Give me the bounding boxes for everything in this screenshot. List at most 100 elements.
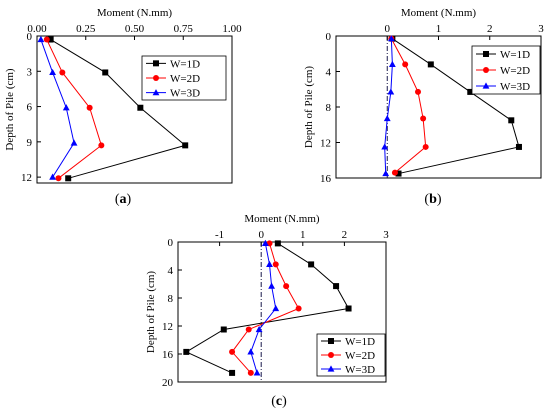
y-tick-label: 12 — [320, 138, 331, 150]
y-tick-label: 8 — [326, 102, 332, 114]
data-point-w-2d — [402, 61, 409, 68]
data-point-w-2d — [295, 305, 302, 312]
data-point-w-3d — [387, 88, 395, 95]
data-point-w-1d — [137, 104, 144, 111]
data-point-w-3d — [268, 282, 275, 289]
y-tick-label: 16 — [320, 173, 332, 185]
data-point-w-1d — [345, 305, 352, 312]
x-tick-label: 0.75 — [174, 23, 194, 35]
series-line-w-3d — [250, 243, 277, 374]
legend-label: W=3D — [500, 81, 530, 93]
data-point-w-1d — [220, 326, 227, 333]
data-point-w-3d — [49, 173, 56, 180]
data-point-w-2d — [247, 369, 254, 376]
x-tick-label: 1.00 — [222, 23, 242, 35]
legend-marker — [153, 60, 159, 67]
legend-marker — [328, 338, 334, 344]
legend-marker — [327, 365, 335, 372]
data-point-w-3d — [381, 143, 389, 150]
y-tick-label: 0 — [168, 237, 174, 249]
x-tick-label: 0.25 — [76, 23, 96, 35]
legend-label: W=1D — [345, 336, 375, 348]
y-tick-label: 9 — [27, 137, 33, 149]
y-tick-label: 6 — [27, 102, 33, 114]
x-axis-label: Moment (N.mm) — [97, 7, 172, 19]
x-tick-label: 1 — [436, 23, 442, 35]
legend-marker — [483, 51, 489, 57]
series-line-w-2d — [390, 38, 427, 174]
data-point-w-3d — [266, 260, 273, 267]
y-axis-label: Depth of Pile (cm) — [303, 66, 315, 149]
data-point-w-2d — [391, 169, 398, 176]
legend-label: W=3D — [345, 364, 375, 376]
legend-marker — [328, 352, 334, 358]
x-tick-label: 3 — [538, 23, 544, 35]
legend-label: W=2D — [500, 65, 530, 77]
series-line-w-3d — [384, 38, 393, 174]
data-point-w-3d — [261, 239, 269, 246]
data-point-w-1d — [274, 240, 281, 247]
data-point-w-3d — [70, 139, 78, 146]
legend: W=1DW=2DW=3D — [471, 45, 541, 95]
data-point-w-3d — [37, 35, 45, 43]
data-point-w-2d — [415, 88, 421, 95]
data-point-w-2d — [55, 175, 62, 182]
legend-label: W=1D — [170, 58, 200, 70]
data-point-w-1d — [182, 142, 189, 149]
data-point-w-2d — [59, 69, 66, 76]
data-point-w-2d — [272, 261, 279, 268]
data-point-w-2d — [283, 283, 290, 290]
y-tick-label: 0 — [27, 31, 33, 43]
y-axis-label: Depth of Pile (cm) — [4, 68, 16, 151]
legend-label: W=2D — [170, 73, 200, 85]
legend-label: W=3D — [170, 88, 200, 100]
data-point-w-2d — [420, 115, 427, 122]
y-axis-label: Depth of Pile (cm) — [145, 271, 157, 354]
plot-frame — [177, 241, 387, 383]
x-tick-label: 3 — [383, 229, 389, 241]
y-tick-label: 4 — [168, 265, 174, 277]
legend-marker — [482, 82, 490, 89]
y-tick-label: 20 — [162, 377, 174, 389]
legend: W=1D W=2D W=3D — [141, 55, 227, 101]
data-point-w-3d — [247, 348, 255, 355]
legend-marker — [152, 89, 160, 96]
data-point-w-1d — [515, 143, 522, 150]
data-point-w-3d — [62, 104, 70, 111]
series-line-w-1d — [392, 38, 520, 175]
data-point-w-1d — [183, 348, 190, 355]
x-tick-label: -1 — [215, 229, 224, 241]
panel-label: (a) — [115, 192, 132, 207]
data-point-w-2d — [43, 36, 50, 43]
data-point-w-3d — [387, 35, 395, 42]
y-tick-label: 4 — [326, 67, 332, 79]
data-point-w-2d — [229, 348, 236, 355]
legend: W=1DW=2DW=3D — [316, 333, 386, 377]
data-point-w-3d — [272, 304, 280, 312]
panel-label: (b) — [424, 192, 441, 207]
y-tick-label: 3 — [27, 66, 33, 78]
y-tick-label: 16 — [162, 349, 174, 361]
x-tick-label: 2 — [487, 23, 493, 35]
data-point-w-1d — [308, 261, 315, 268]
x-tick-label: 1 — [300, 229, 306, 241]
y-tick-label: 8 — [168, 293, 174, 305]
data-point-w-1d — [229, 369, 236, 376]
data-point-w-3d — [382, 169, 390, 177]
panel-label: (c) — [271, 394, 287, 409]
legend-marker — [153, 75, 159, 81]
x-tick-label: 2 — [342, 229, 348, 241]
x-axis-label: Moment (N.mm) — [401, 7, 476, 19]
data-point-w-3d — [388, 60, 396, 67]
data-point-w-3d — [253, 369, 261, 376]
data-point-w-2d — [98, 142, 105, 149]
data-point-w-1d — [333, 283, 340, 290]
data-point-w-3d — [383, 114, 391, 122]
data-point-w-3d — [49, 68, 56, 76]
data-point-w-2d — [422, 143, 429, 150]
legend-marker — [483, 67, 489, 73]
y-tick-label: 0 — [326, 31, 332, 43]
